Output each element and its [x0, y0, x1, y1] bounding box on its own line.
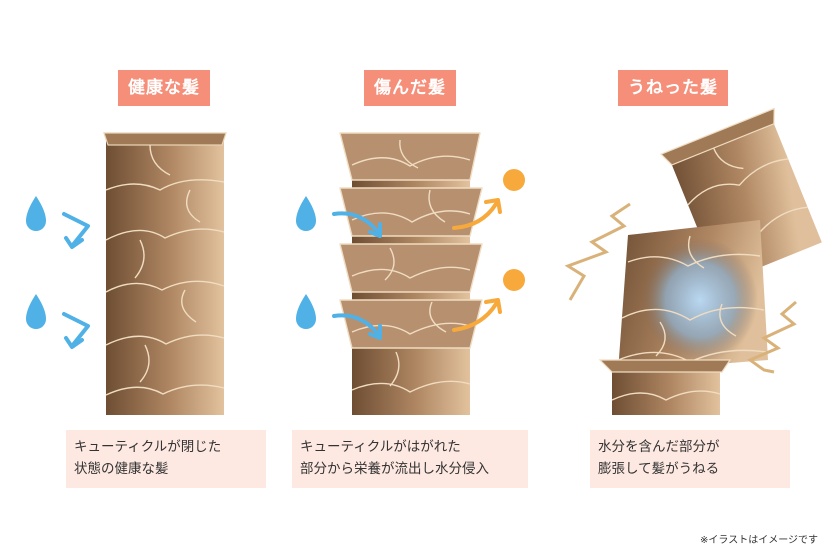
nutrient-dot-icon: [503, 169, 525, 291]
caption-line: 水分を含んだ部分が: [598, 439, 720, 455]
caption-line: 膨張して髪がうねる: [598, 461, 720, 477]
damaged-hair-shaft: [339, 132, 483, 415]
panel-title-healthy: 健康な髪: [118, 70, 210, 106]
caption-damaged: キューティクルがはがれた 部分から栄養が流出し水分侵入: [292, 430, 528, 488]
inflow-arrow-icon: [332, 211, 382, 340]
healthy-hair-shaft: [103, 132, 227, 415]
bounce-arrow-icon: [62, 212, 90, 349]
panel-title-wavy: うねった髪: [618, 70, 728, 106]
caption-line: キューティクルが閉じた: [74, 439, 222, 455]
illustration-footnote: ※イラストはイメージです: [700, 535, 818, 546]
water-drop-icon: [26, 196, 46, 329]
caption-line: 部分から栄養が流出し水分侵入: [300, 461, 489, 477]
panel-title-damaged: 傷んだ髪: [364, 70, 456, 106]
zigzag-mark-icon: [564, 202, 797, 374]
wavy-hair-shaft: [598, 107, 822, 415]
caption-line: 状態の健康な髪: [74, 461, 169, 477]
outflow-arrow-icon: [452, 198, 502, 332]
water-drop-icon: [296, 196, 316, 329]
caption-wavy: 水分を含んだ部分が 膨張して髪がうねる: [590, 430, 790, 488]
caption-line: キューティクルがはがれた: [300, 439, 461, 455]
caption-healthy: キューティクルが閉じた 状態の健康な髪: [66, 430, 266, 488]
